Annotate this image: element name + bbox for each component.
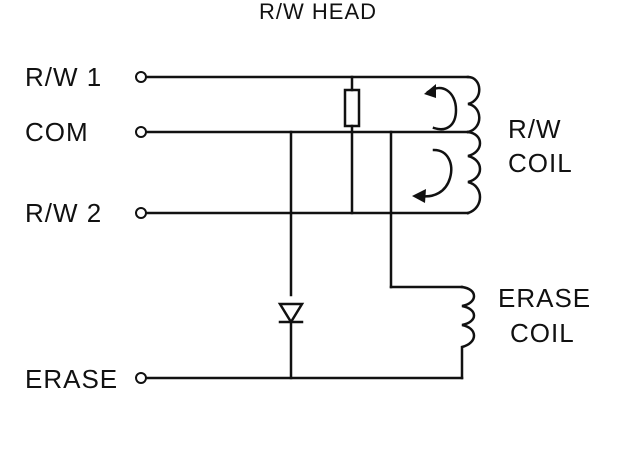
diagram-title: R/W HEAD: [259, 0, 377, 24]
terminal-label-rw1: R/W 1: [25, 62, 102, 92]
terminal-label-com: COM: [25, 117, 89, 147]
flux-arrow-lower-icon: [418, 148, 453, 198]
terminal-label-rw2: R/W 2: [25, 198, 102, 228]
erase-coil-winding: [460, 285, 476, 380]
terminal-erase: [135, 372, 147, 384]
rw-coil-label-line2: COIL: [508, 148, 573, 178]
erase-coil-label-line1: ERASE: [498, 283, 591, 313]
rw-coil-label-line1: R/W: [508, 114, 562, 144]
terminal-label-erase: ERASE: [25, 364, 118, 394]
flux-arrow-upper-icon: [426, 86, 458, 131]
rw-coil-lower-winding: [466, 130, 482, 215]
flux-arrowhead-lower-icon: [412, 189, 426, 203]
terminal-com: [135, 126, 147, 138]
terminal-rw2: [135, 207, 147, 219]
resistor: [343, 88, 361, 128]
flux-arrowhead-upper-icon: [424, 84, 436, 98]
rw-coil-upper-winding: [466, 75, 481, 134]
erase-coil-label-line2: COIL: [510, 318, 575, 348]
diode-triangle: [277, 302, 305, 325]
terminal-rw1: [135, 71, 147, 83]
